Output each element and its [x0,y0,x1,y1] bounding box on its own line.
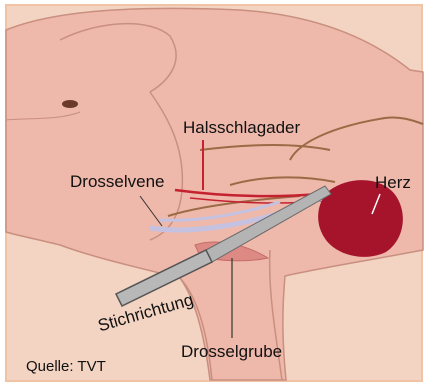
label-heart: Herz [375,174,411,191]
source-credit: Quelle: TVT [26,359,106,374]
pig-eye [62,100,78,108]
label-jugular-vein: Drosselvene [70,173,165,190]
label-jugular-groove: Drosselgrube [181,343,282,360]
label-carotid: Halsschlagader [183,119,300,136]
